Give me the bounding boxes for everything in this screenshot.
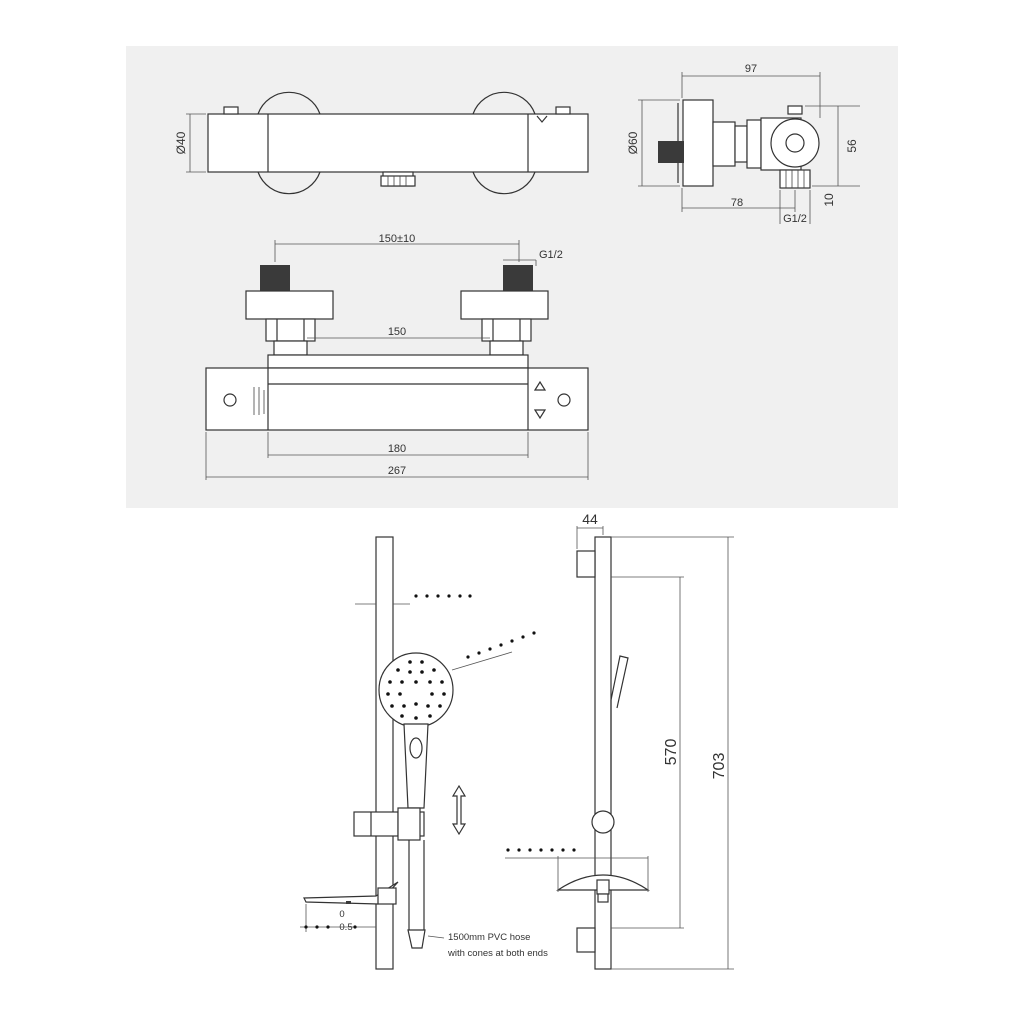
- bottom-wall-bracket: [576, 927, 596, 953]
- hose-label-line1: 1500mm PVC hose: [448, 932, 530, 943]
- valve-top-view: Ø40: [174, 91, 589, 195]
- rail-side-view: 44 703 570: [505, 511, 734, 970]
- side-diameter-label: Ø60: [626, 131, 640, 154]
- side-outlet-offset-label: 10: [822, 193, 836, 207]
- bracket-distance-label: 570: [663, 739, 680, 766]
- top-wall-bracket: [576, 550, 596, 578]
- slider-knob: [591, 810, 615, 834]
- hose-label-line2: with cones at both ends: [447, 948, 548, 959]
- soap-dish-label-b: 0.5: [339, 922, 352, 933]
- inlet-thread-label: G1/2: [539, 249, 563, 261]
- rail-length-label: 703: [711, 753, 728, 780]
- spray-nozzle-dots: [386, 660, 446, 720]
- top-diameter-label: Ø40: [174, 131, 188, 154]
- side-depth-label: 78: [731, 197, 743, 209]
- total-length-label: 267: [388, 465, 406, 477]
- body-length-label: 180: [388, 443, 406, 455]
- soap-dish-label-a: 0: [339, 909, 344, 920]
- inner-distance-label: 150: [388, 326, 406, 338]
- side-outlet-thread-label: G1/2: [783, 213, 807, 225]
- bracket-depth-label: 44: [582, 511, 598, 527]
- side-height-label: 56: [845, 139, 859, 153]
- hand-shower-head: [378, 652, 454, 728]
- center-distance-label: 150±10: [379, 233, 416, 245]
- valve-front-view: 150±10 G1/2 150 180 267: [205, 233, 589, 480]
- side-width-label: 97: [745, 63, 757, 75]
- valve-side-view: 97 Ø60 56 10 78 G1/2: [626, 63, 860, 225]
- rail-front-view: 0 0.5 1500mm PVC hose with cones at both…: [300, 536, 548, 970]
